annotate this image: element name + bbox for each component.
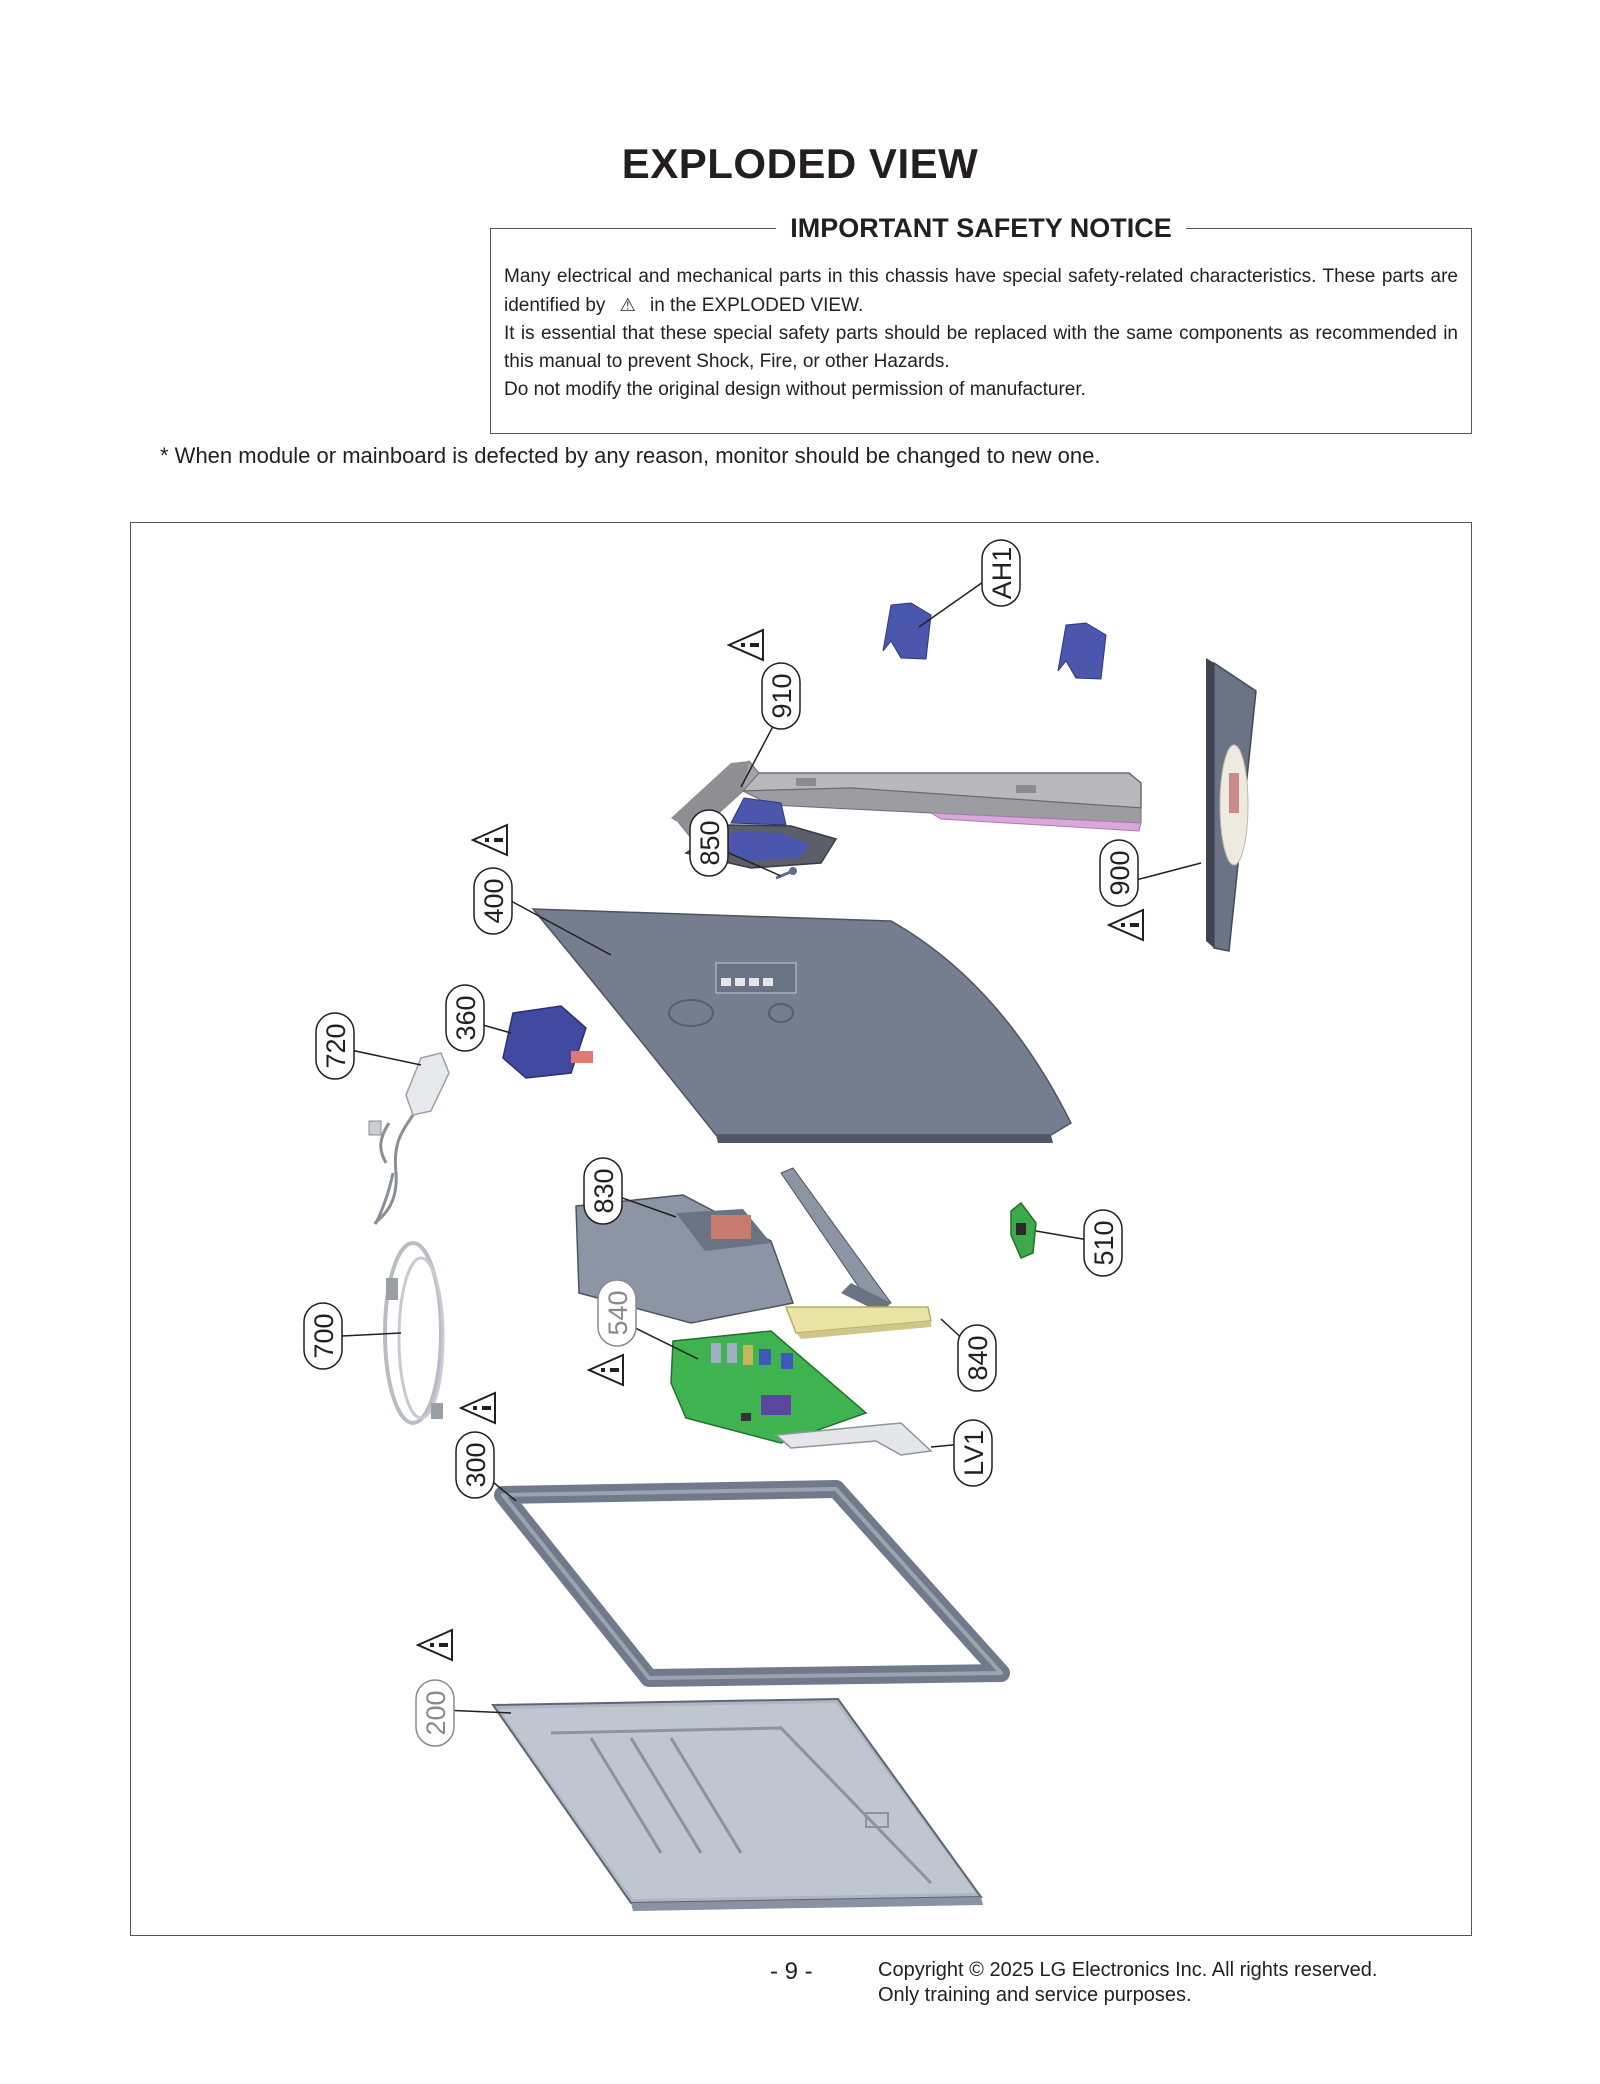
safety-notice-body: Many electrical and mechanical parts in … [504,263,1458,404]
middle-frame-part [494,1480,1010,1687]
module-back-frame-part [491,1697,983,1911]
warning-triangle-icon [728,629,764,661]
svg-text:540: 540 [603,1290,633,1335]
callout-540: 540 [597,1279,637,1347]
svg-text:720: 720 [321,1023,351,1068]
svg-text:360: 360 [451,995,481,1040]
callout-400: 400 [473,867,513,935]
svg-text:300: 300 [461,1442,491,1487]
power-cord-part [383,1241,445,1425]
svg-text:LV1: LV1 [959,1430,989,1476]
svg-text:200: 200 [421,1690,451,1735]
module-remark: * When module or mainboard is defected b… [160,443,1101,468]
callout-200: 200 [415,1679,455,1747]
safety-notice-line-3: Do not modify the original design withou… [504,379,1086,400]
safety-notice-heading: IMPORTANT SAFETY NOTICE [491,213,1471,244]
callout-850: 850 [689,809,729,877]
callout-360: 360 [445,984,485,1052]
callout-700: 700 [303,1302,343,1370]
stand-body-part [671,760,1142,869]
power-adapter-part [368,1052,450,1225]
hinge-cover-part [882,602,1107,680]
callout-lv1: LV1 [953,1419,993,1487]
footer-copyright: Copyright © 2025 LG Electronics Inc. All… [878,1959,1378,2006]
svg-text:510: 510 [1089,1220,1119,1265]
warning-triangle-icon [472,824,508,856]
callout-300: 300 [455,1431,495,1499]
svg-text:830: 830 [589,1168,619,1213]
svg-text:900: 900 [1105,850,1135,895]
callout-ah1: AH1 [981,539,1021,607]
svg-text:AH1: AH1 [987,547,1017,600]
safety-notice-line-1: Many electrical and mechanical parts in … [504,263,1458,320]
warning-triangle-icon [460,1392,496,1424]
callout-720: 720 [315,1012,355,1080]
exploded-view-diagram: AH1 910 850 900 400 360 720 830 [130,522,1472,1936]
lvds-cable-part [774,1422,933,1456]
callout-910: 910 [761,662,801,730]
svg-text:400: 400 [479,878,509,923]
callout-510: 510 [1083,1209,1123,1277]
safety-notice-box: IMPORTANT SAFETY NOTICE Many electrical … [490,213,1472,434]
svg-text:850: 850 [695,820,725,865]
key-board-part [1010,1201,1037,1259]
main-board-part [670,1330,868,1444]
callout-840: 840 [957,1324,997,1392]
warning-triangle-icon [417,1629,453,1661]
callout-900: 900 [1099,839,1139,907]
safety-notice-line-2: It is essential that these special safet… [504,323,1458,372]
back-cover-part [531,908,1072,1143]
warning-triangle-icon: ⚠ [619,295,636,315]
page-title: EXPLODED VIEW [621,140,979,187]
svg-text:910: 910 [767,673,797,718]
page-number: - 9 - [770,1958,813,1985]
exploded-view-drawing: AH1 910 850 900 400 360 720 830 [303,539,1257,1911]
speaker-part [784,1306,932,1339]
svg-text:700: 700 [309,1313,339,1358]
screw-part [775,867,797,880]
stand-plate-part [1206,658,1257,952]
warning-triangle-icon [588,1354,624,1386]
warning-triangle-icon [1108,909,1144,941]
control-cover-part [502,1005,593,1079]
callout-830: 830 [583,1157,623,1225]
leader-lines [341,574,1202,1714]
svg-text:840: 840 [963,1335,993,1380]
